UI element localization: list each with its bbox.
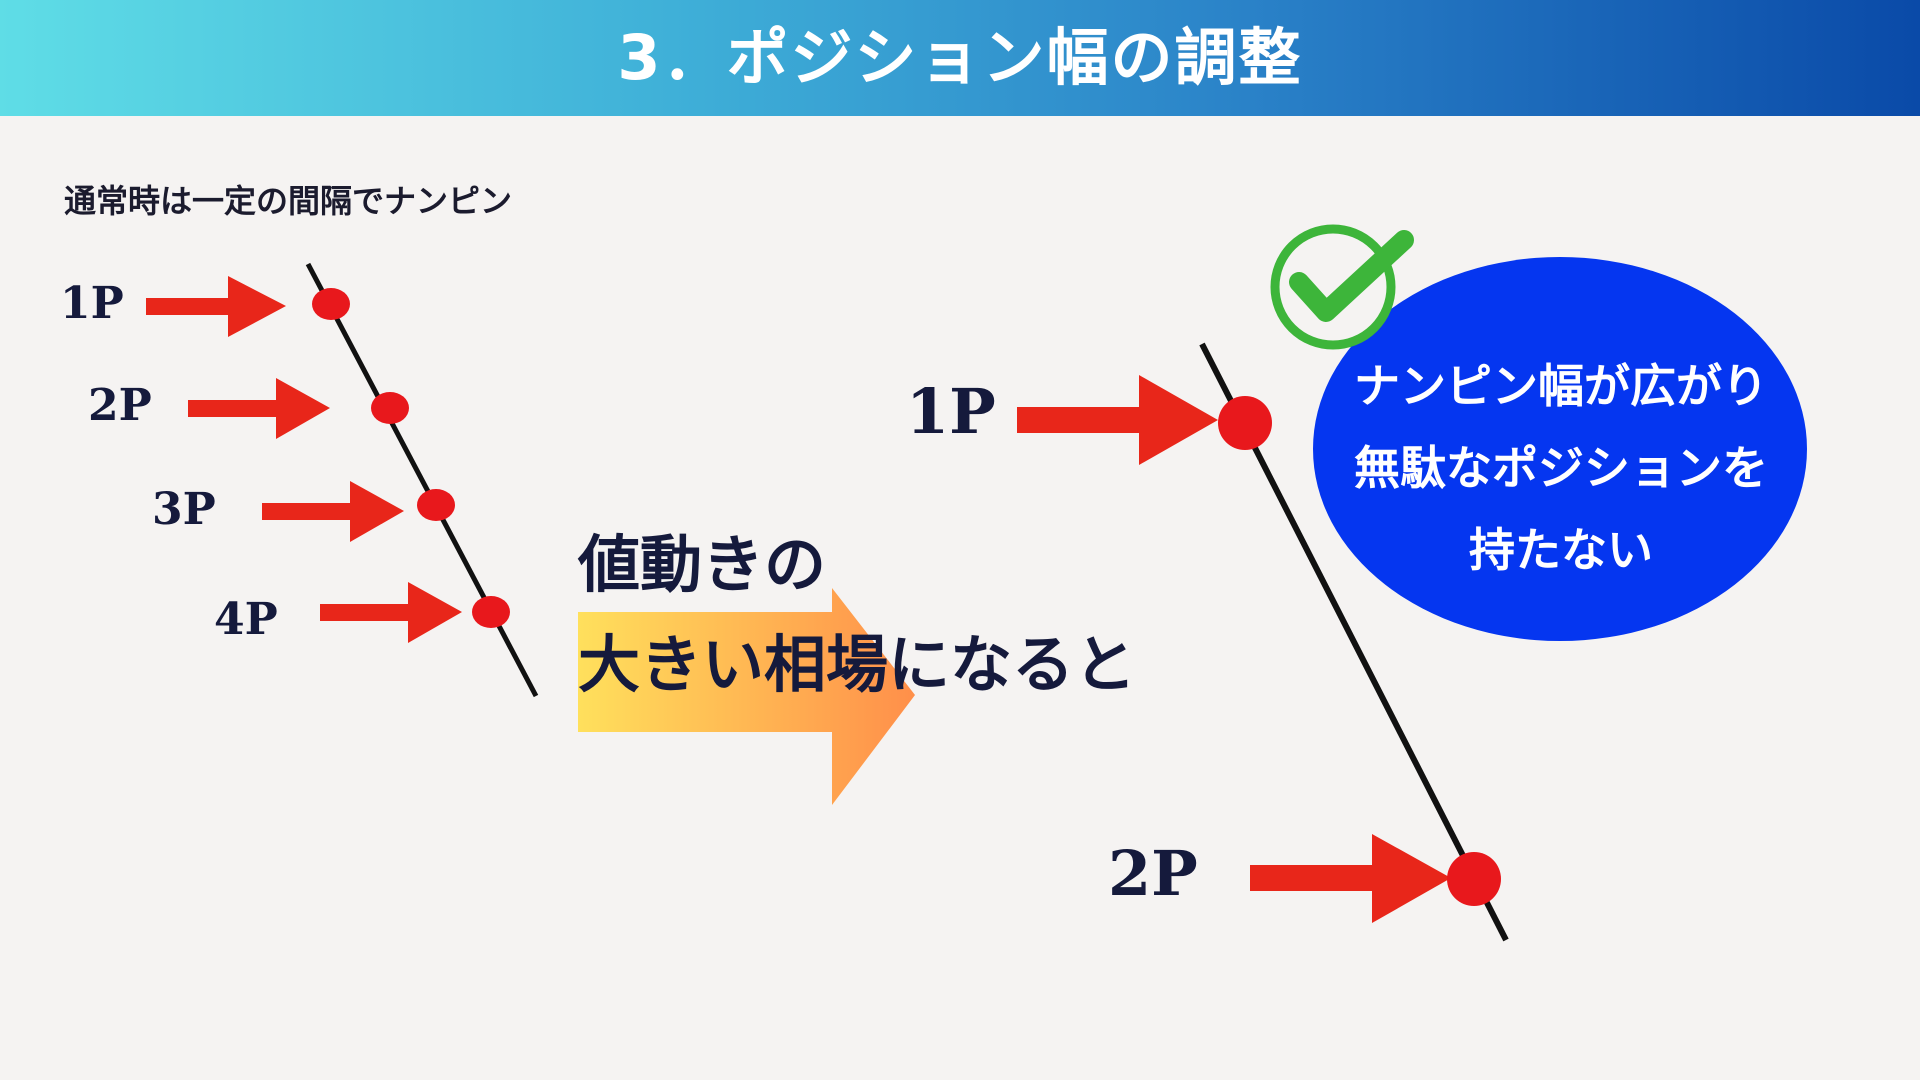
left-arrow-2p	[188, 378, 330, 439]
left-arrow-4p	[320, 582, 462, 643]
left-position-dot-2p	[371, 392, 409, 424]
left-arrow-1p	[146, 276, 286, 337]
callout-ellipse	[1313, 257, 1807, 641]
right-label-2p: 2P	[1108, 837, 1198, 910]
transition-line-1: 値動きの	[578, 528, 827, 601]
title-banner	[0, 0, 1920, 116]
left-arrow-3p	[262, 481, 404, 542]
callout-text: ナンピン幅が広がり 無駄なポジションを 持たない	[1313, 345, 1809, 591]
page-title: 3．ポジション幅の調整	[617, 21, 1303, 94]
callout-line-1: ナンピン幅が広がり	[1354, 359, 1768, 413]
right-arrow-1p	[1017, 375, 1218, 465]
left-position-dot-3p	[417, 489, 455, 521]
right-label-1p: 1P	[906, 375, 996, 448]
transition-arrow	[578, 588, 915, 805]
callout-line-2: 無駄なポジションを	[1354, 441, 1768, 495]
left-label-3p: 3P	[152, 484, 216, 535]
callout-line-3: 持たない	[1469, 523, 1653, 577]
left-subtitle: 通常時は一定の間隔でナンピン	[64, 182, 513, 220]
left-label-1p: 1P	[60, 278, 124, 329]
transition-text: 値動きの 大きい相場になると	[578, 515, 1136, 715]
right-arrow-2p	[1250, 834, 1451, 923]
right-position-dot-2p	[1447, 852, 1501, 906]
left-label-4p: 4P	[214, 594, 278, 645]
left-position-dot-1p	[312, 288, 350, 320]
right-position-dot-1p	[1218, 396, 1272, 450]
transition-line-2: 大きい相場になると	[578, 628, 1137, 701]
check-circle-icon	[1270, 224, 1414, 350]
left-label-2p: 2P	[88, 380, 152, 431]
left-position-dot-4p	[472, 596, 510, 628]
